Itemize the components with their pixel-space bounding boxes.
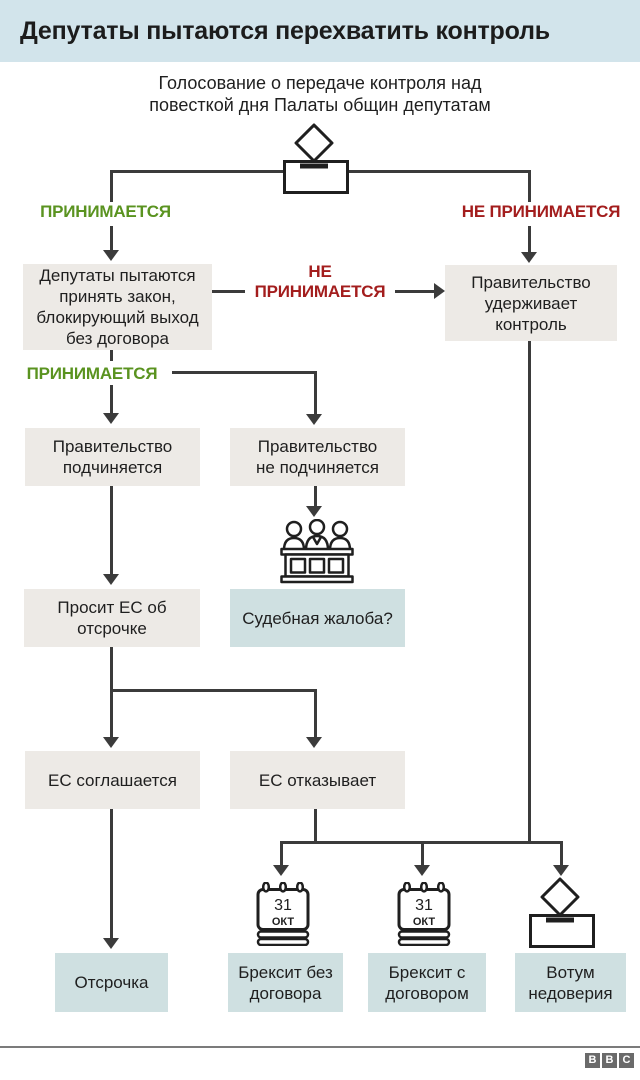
node-govt-complies: Правительство подчиняется	[25, 428, 200, 486]
label-passes-mid: ПРИНИМАЕТСЯ	[12, 364, 172, 384]
connector-line	[528, 340, 531, 844]
node-govt-keeps-control: Правительство удерживает контроль	[445, 265, 617, 341]
connector-line	[528, 226, 531, 252]
bbc-logo-block: B	[602, 1053, 617, 1068]
node-mps-pass-law: Депутаты пытаются принять закон, блокиру…	[23, 264, 212, 350]
ballot-box-icon	[283, 123, 349, 194]
subtitle: Голосование о передаче контроля над пове…	[149, 73, 491, 115]
connector-line	[314, 689, 317, 738]
connector-line	[560, 841, 563, 866]
connector-line	[110, 170, 113, 202]
connector-line	[314, 486, 317, 507]
connector-line	[110, 689, 317, 692]
label-fails-mid: НЕ ПРИНИМАЕТСЯ	[245, 262, 395, 302]
calendar-day: 31	[415, 897, 433, 914]
arrow-head	[553, 865, 569, 876]
arrow-head	[306, 506, 322, 517]
bbc-logo: B B C	[585, 1053, 636, 1068]
connector-line	[421, 841, 424, 866]
node-ask-eu-delay: Просит ЕС об отсрочке	[24, 589, 200, 647]
bbc-logo-block: C	[619, 1053, 634, 1068]
connector-line	[110, 809, 113, 939]
node-brexit-deal: Брексит с договором	[368, 953, 486, 1012]
header-bar: Депутаты пытаются перехватить контроль	[0, 0, 640, 62]
label-fails-top: НЕ ПРИНИМАЕТСЯ	[461, 202, 621, 221]
arrow-head	[434, 283, 445, 299]
node-court-challenge: Судебная жалоба?	[230, 589, 405, 647]
connector-line	[280, 841, 283, 866]
connector-line	[110, 647, 113, 738]
arrow-head	[103, 413, 119, 424]
calendar-icon: 31 ОКТ	[256, 882, 310, 946]
footer-divider	[0, 1046, 640, 1048]
label-passes-top: ПРИНИМАЕТСЯ	[40, 202, 171, 221]
node-delay: Отсрочка	[55, 953, 168, 1012]
arrow-head	[103, 250, 119, 261]
node-eu-refuses: ЕС отказывает	[230, 751, 405, 809]
arrow-head	[521, 252, 537, 263]
node-govt-defies: Правительство не подчиняется	[230, 428, 405, 486]
node-no-confidence: Вотум недоверия	[515, 953, 626, 1012]
bbc-logo-block: B	[585, 1053, 600, 1068]
arrow-head	[414, 865, 430, 876]
arrow-head	[103, 737, 119, 748]
connector-line	[110, 226, 113, 250]
arrow-head	[103, 574, 119, 585]
calendar-month: ОКТ	[272, 916, 295, 928]
connector-line	[528, 170, 531, 202]
connector-line	[110, 349, 113, 361]
node-brexit-no-deal: Брексит без договора	[228, 953, 343, 1012]
connector-line	[314, 809, 317, 844]
judges-bench-icon	[280, 519, 354, 584]
connector-line	[314, 371, 317, 415]
ballot-box-icon	[529, 877, 595, 948]
node-eu-agrees: ЕС соглашается	[25, 751, 200, 809]
arrow-head	[306, 414, 322, 425]
calendar-month: ОКТ	[413, 916, 436, 928]
calendar-day: 31	[274, 897, 292, 914]
arrow-head	[306, 737, 322, 748]
connector-line	[110, 385, 113, 414]
arrow-head	[273, 865, 289, 876]
calendar-icon: 31 ОКТ	[397, 882, 451, 946]
page-title: Депутаты пытаются перехватить контроль	[20, 16, 550, 45]
connector-line	[110, 486, 113, 575]
arrow-head	[103, 938, 119, 949]
connector-line	[168, 371, 317, 374]
